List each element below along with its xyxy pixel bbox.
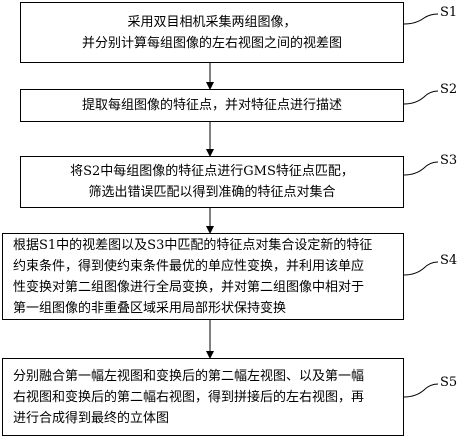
step-label-s1: S1 [440,5,458,20]
step-s5-line-3: 进行合成得到最终的立体图 [13,410,170,426]
step-s3-line-2: 筛选出错误匹配以得到准确的特征点对集合 [88,185,336,200]
step-s5-line-1: 分别融合第一幅左视图和变换后的第二幅左视图、以及第一幅 [13,368,365,384]
leader-s3 [403,161,439,176]
step-s1-line-1: 采用双目相机采集两组图像， [127,14,297,30]
step-label-s2: S2 [440,82,458,97]
step-box-s1: 采用双目相机采集两组图像， 并分别计算每组图像的左右视图之间的视差图 [20,2,404,63]
leader-s1 [403,13,439,25]
step-s4-line-2: 约束条件，得到使约束条件最优的单应性变换，并利用该单应 [13,258,365,274]
leader-s2 [403,90,439,105]
step-box-s4: 根据S1中的视差图以及S3中匹配的特征点对集合设定新的特征 约束条件，得到使约束… [2,233,404,320]
step-label-s4: S4 [440,253,458,268]
step-s1-line-2: 并分别计算每组图像的左右视图之间的视差图 [81,35,342,51]
leader-s5 [403,383,439,398]
step-box-s5: 分别融合第一幅左视图和变换后的第二幅左视图、以及第一幅 右视图和变换后的第二幅右… [2,358,404,436]
step-s2-line-1: 提取每组图像的特征点，并对特征点进行描述 [81,98,342,113]
step-s4-line-4: 第一组图像的非重叠区域采用局部形状保持变换 [13,300,287,316]
step-box-s2: 提取每组图像的特征点，并对特征点进行描述 [20,89,404,122]
step-s3-line-1: 将S2中每组图像的特征点进行GMS特征点匹配， [70,164,354,179]
step-s4-line-1: 根据S1中的视差图以及S3中匹配的特征点对集合设定新的特征 [13,237,373,253]
step-box-s3: 将S2中每组图像的特征点进行GMS特征点匹配， 筛选出错误匹配以得到准确的特征点… [20,156,404,208]
step-label-s5: S5 [440,375,458,390]
step-label-s3: S3 [440,153,458,168]
leader-s4 [403,261,439,276]
step-s4-line-3: 性变换对第二组图像进行全局变换，并对第二组图像中相对于 [13,279,365,295]
step-s5-line-2: 右视图和变换后的第二幅右视图，得到拼接后的左右视图，再 [13,389,365,405]
